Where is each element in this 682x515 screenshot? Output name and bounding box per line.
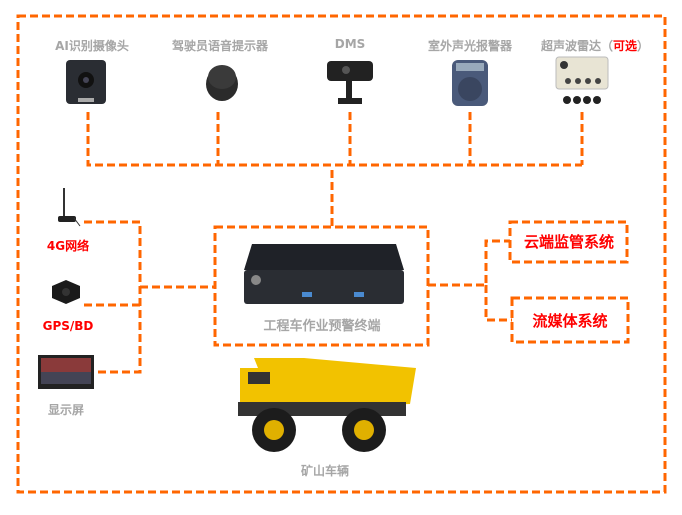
terminal-device-icon [244, 244, 404, 304]
radar-icon [555, 56, 609, 104]
left-bus [84, 220, 215, 374]
outer-border [16, 14, 667, 494]
alarm-label: 室外声光报警器 [427, 39, 513, 53]
mining-truck-icon [238, 358, 416, 452]
cloud-system-label: 云端监管系统 [523, 233, 615, 251]
paren-close: ） [637, 39, 650, 53]
gps-icon [52, 280, 80, 304]
alarm-icon [452, 60, 488, 106]
monitor-label: 显示屏 [47, 403, 85, 417]
radar-label-text: 超声波雷达 [540, 39, 601, 53]
antenna-icon [58, 188, 81, 227]
vehicle-label: 矿山车辆 [300, 464, 350, 478]
right-bus [428, 239, 512, 322]
gps-label: GPS/BD [42, 319, 94, 333]
stream-system-label: 流媒体系统 [532, 312, 608, 330]
top-bus [86, 112, 584, 167]
optional-tag: 可选 [613, 39, 638, 53]
stream-box-border [510, 296, 630, 344]
monitor-icon [38, 355, 94, 389]
4g-label: 4G网络 [46, 239, 90, 253]
terminal-label: 工程车作业预警终端 [263, 319, 381, 334]
dms-camera-icon [327, 61, 373, 104]
radar-label: 超声波雷达（可选） [541, 37, 649, 54]
paren-open: （ [600, 39, 613, 53]
ai-camera-icon [66, 60, 106, 104]
dms-label: DMS [334, 37, 366, 51]
speaker-label: 驾驶员语音提示器 [171, 39, 269, 53]
speaker-icon [206, 65, 238, 101]
cloud-box-border [508, 220, 629, 264]
ai-camera-label: AI识别摄像头 [55, 39, 129, 53]
